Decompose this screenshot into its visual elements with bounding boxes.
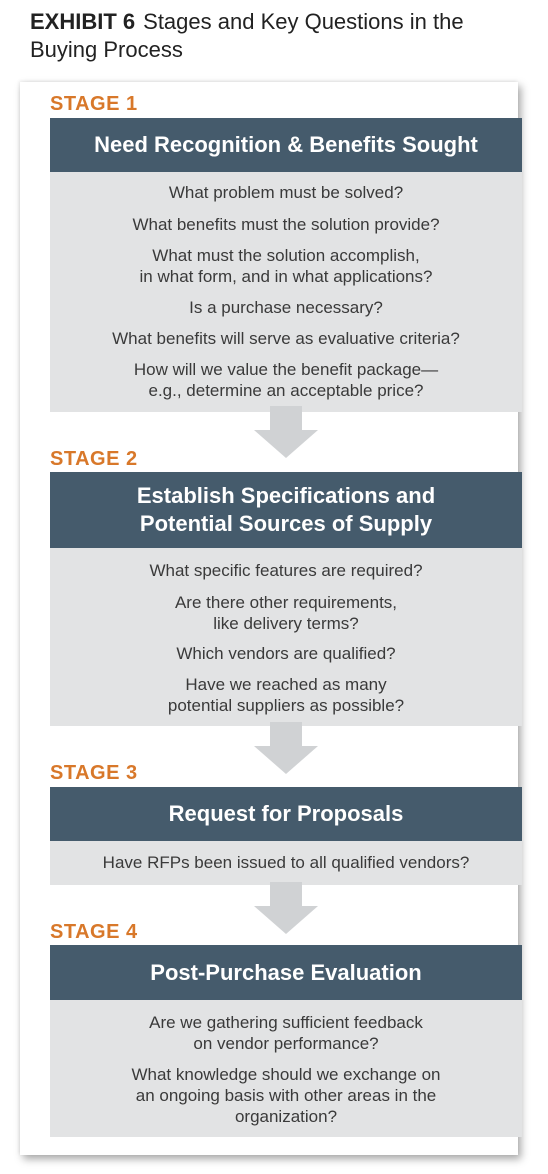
stage-2-question: What specific features are required? bbox=[149, 561, 423, 580]
stage-1-question: Is a purchase necessary? bbox=[189, 298, 383, 317]
stage-2-label: STAGE 2 bbox=[50, 448, 138, 470]
stage-3-label: STAGE 3 bbox=[50, 762, 138, 784]
stage-4-questions: Are we gathering sufficient feedback on … bbox=[50, 1000, 522, 1137]
stage-1-heading: Need Recognition & Benefits Sought bbox=[50, 118, 522, 172]
stage-1-question: What must the solution accomplish, in wh… bbox=[139, 246, 433, 286]
stage-1-question: What benefits will serve as evaluative c… bbox=[112, 329, 460, 348]
stage-4-heading: Post-Purchase Evaluation bbox=[50, 945, 522, 1000]
stage-2-questions: What specific features are required? Are… bbox=[50, 548, 522, 726]
down-arrow-icon bbox=[254, 882, 318, 934]
stage-4-question: What knowledge should we exchange on an … bbox=[131, 1065, 441, 1126]
stage-1-question: How will we value the benefit package— e… bbox=[133, 360, 439, 400]
stage-2-question: Are there other requirements, like deliv… bbox=[174, 593, 398, 633]
exhibit-caption: Stages and Key Questions in the Buying P… bbox=[30, 9, 464, 62]
stage-3-heading: Request for Proposals bbox=[50, 787, 522, 841]
stage-2-question: Have we reached as many potential suppli… bbox=[167, 675, 405, 715]
exhibit-number: EXHIBIT 6 bbox=[30, 9, 136, 34]
down-arrow-icon bbox=[254, 406, 318, 458]
stage-2-heading: Establish Specifications and Potential S… bbox=[50, 472, 522, 548]
stage-2-question: Which vendors are qualified? bbox=[176, 644, 396, 663]
stage-1-question: What benefits must the solution provide? bbox=[132, 215, 440, 234]
stage-4-label: STAGE 4 bbox=[50, 921, 138, 943]
stage-1-label: STAGE 1 bbox=[50, 93, 138, 115]
stage-1-question: What problem must be solved? bbox=[168, 183, 404, 202]
stage-4-question: Are we gathering sufficient feedback on … bbox=[149, 1013, 423, 1053]
stage-3-questions: Have RFPs been issued to all qualified v… bbox=[50, 841, 522, 885]
down-arrow-icon bbox=[254, 722, 318, 774]
stage-3-question: Have RFPs been issued to all qualified v… bbox=[102, 853, 470, 872]
stage-1-questions: What problem must be solved? What benefi… bbox=[50, 172, 522, 412]
diagram-panel: STAGE 1 Need Recognition & Benefits Soug… bbox=[20, 82, 522, 1155]
